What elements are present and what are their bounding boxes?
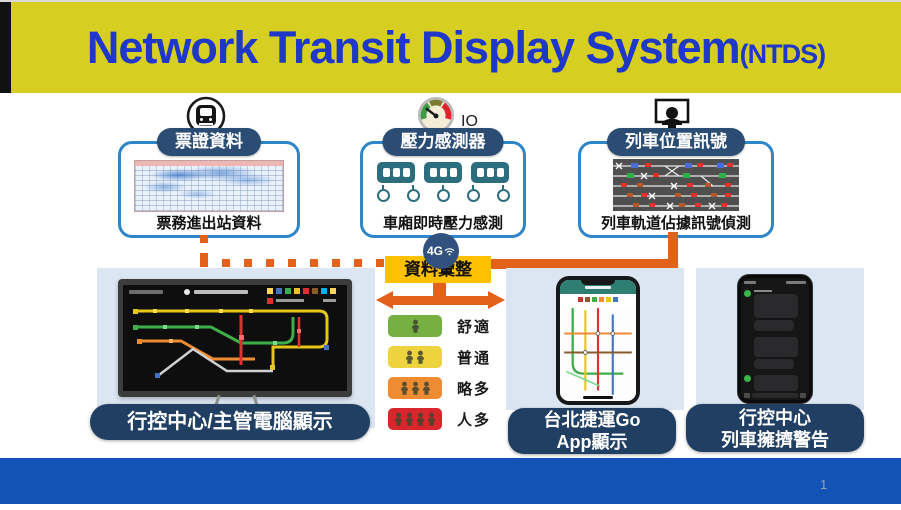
footer-bar (0, 458, 901, 504)
orange-connector-horizontal (488, 259, 678, 269)
train-cars-graphic (363, 162, 523, 183)
network-badge-4g: 4G (423, 233, 459, 269)
source-pill-pressure-sensor: 壓力感測器 (382, 128, 504, 156)
sensor-icon (406, 185, 420, 202)
header-banner: Network Transit Display System(NTDS) (11, 2, 901, 93)
output-pill-app-line1: 台北捷運Go (543, 410, 641, 430)
metro-line-chips (560, 294, 636, 304)
person-icon (394, 412, 403, 426)
wifi-icon (444, 247, 455, 255)
alert-screen (741, 278, 809, 400)
tv-network-map (123, 285, 347, 391)
chat-bubble (754, 375, 798, 391)
output-pill-control-center: 行控中心/主管電腦顯示 (90, 404, 370, 440)
app-screen (560, 280, 636, 401)
chat-bubble (754, 337, 798, 357)
flow-stem (433, 283, 446, 298)
output-pill-app-line2: App顯示 (556, 432, 628, 452)
chat-avatar (744, 289, 751, 297)
person-icon (427, 412, 436, 426)
sensor-icon (496, 185, 510, 202)
person-icon (405, 350, 414, 364)
person-icon (411, 381, 419, 395)
train-car-icon (424, 162, 462, 183)
source-caption-ticket: 票務進出站資料 (156, 215, 262, 232)
header-left-stripe (0, 2, 11, 93)
chat-avatar (744, 375, 751, 382)
legend-label-comfortable: 舒適 (457, 318, 492, 336)
chat-input-bar (744, 393, 806, 398)
person-icon (416, 412, 425, 426)
legend-row-crowded: 人多 (388, 408, 491, 430)
output-pill-metro-go-app: 台北捷運Go App顯示 (508, 408, 676, 454)
orange-dotted-connector-horizontal (200, 259, 388, 267)
legend-label-crowded: 人多 (457, 411, 492, 429)
person-icon (416, 350, 425, 364)
person-icon (405, 412, 414, 426)
orange-dotted-connector-vertical (200, 235, 208, 259)
person-icon (422, 381, 430, 395)
train-car-icon (471, 162, 509, 183)
crowding-legend: 舒適 普通 略多 人多 (388, 315, 491, 439)
chat-bubble (754, 320, 794, 331)
sensor-icon (466, 185, 480, 202)
pressure-gauge-icon (417, 96, 455, 139)
source-box-ticket-data: 票證資料 票務進出站資料 (118, 128, 300, 238)
track-occupancy-diagram (613, 159, 739, 216)
phone-home-bar (583, 396, 613, 399)
chat-message-group (744, 289, 806, 331)
orange-connector-vertical (668, 232, 678, 269)
pressure-sensors-graphic (363, 185, 523, 202)
phone-crowding-alert (737, 274, 813, 404)
metro-card-icon (186, 96, 226, 141)
chat-bubble (754, 294, 798, 318)
phone-status-bar (744, 281, 806, 284)
tv-display (118, 279, 352, 397)
legend-label-normal: 普通 (457, 349, 492, 367)
legend-swatch-4 (388, 408, 442, 430)
legend-swatch-1 (388, 315, 442, 337)
app-metro-map (560, 306, 636, 399)
train-car-icon (377, 162, 415, 183)
legend-row-normal: 普通 (388, 346, 491, 368)
chat-message-group (744, 337, 806, 369)
chat-sender-name (754, 289, 772, 292)
source-pill-ticket-data: 票證資料 (157, 128, 261, 156)
io-label: IO (461, 113, 478, 130)
person-icon (411, 319, 419, 333)
legend-swatch-3 (388, 377, 442, 399)
output-pill-alert-line2: 列車擁擠警告 (721, 430, 829, 450)
source-caption-position: 列車軌道佔據訊號偵測 (600, 215, 751, 232)
phone-metro-go-app (556, 276, 640, 405)
source-box-train-position: 列車位置訊號 (578, 128, 774, 238)
legend-row-slightly-crowded: 略多 (388, 377, 491, 399)
output-pill-alert-line1: 行控中心 (739, 408, 811, 428)
output-pill-crowding-alert: 行控中心 列車擁擠警告 (686, 404, 864, 452)
page-number: 1 (820, 477, 828, 492)
person-icon (400, 381, 408, 395)
operator-monitor-icon (650, 98, 694, 143)
legend-row-comfortable: 舒適 (388, 315, 491, 337)
chat-message-group (744, 375, 806, 391)
app-header-bar (560, 280, 636, 294)
page-title: Network Transit Display System(NTDS) (86, 21, 826, 74)
legend-label-slightly-crowded: 略多 (457, 380, 492, 398)
source-caption-pressure: 車廂即時壓力感測 (382, 215, 503, 232)
phone-notch (581, 280, 615, 285)
legend-swatch-2 (388, 346, 442, 368)
title-text: Network Transit Display System (86, 21, 741, 73)
sensor-icon (436, 185, 450, 202)
chat-bubble (754, 359, 794, 369)
badge-4g-text: 4G (426, 244, 443, 258)
sensor-icon (376, 185, 390, 202)
flow-double-arrow (376, 291, 505, 309)
slide-top-border (0, 0, 901, 2)
title-suffix: (NTDS) (739, 38, 826, 69)
source-box-pressure-sensor: 壓力感測器 車廂即時壓力感測 (360, 128, 526, 238)
ticket-heatmap-table (134, 160, 284, 212)
source-pill-train-position: 列車位置訊號 (607, 128, 745, 156)
